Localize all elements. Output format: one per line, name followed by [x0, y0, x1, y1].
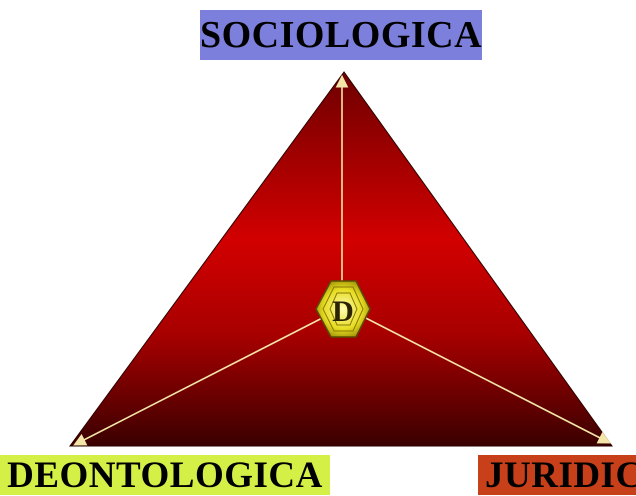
triangle — [69, 71, 613, 447]
label-sociologica: SOCIOLOGICA — [200, 10, 482, 60]
arrow-to-deontologica — [73, 311, 335, 446]
label-juridica: JURIDIC — [478, 455, 636, 495]
label-deontologica-text: DEONTOLOGICA — [7, 454, 323, 496]
label-deontologica: DEONTOLOGICA — [0, 455, 330, 495]
hexagon-emblem-icon: D — [315, 280, 371, 338]
label-juridica-text: JURIDIC — [485, 454, 636, 496]
label-sociologica-text: SOCIOLOGICA — [199, 14, 483, 56]
emblem-letter: D — [332, 295, 354, 328]
arrow-to-juridica — [353, 311, 611, 444]
